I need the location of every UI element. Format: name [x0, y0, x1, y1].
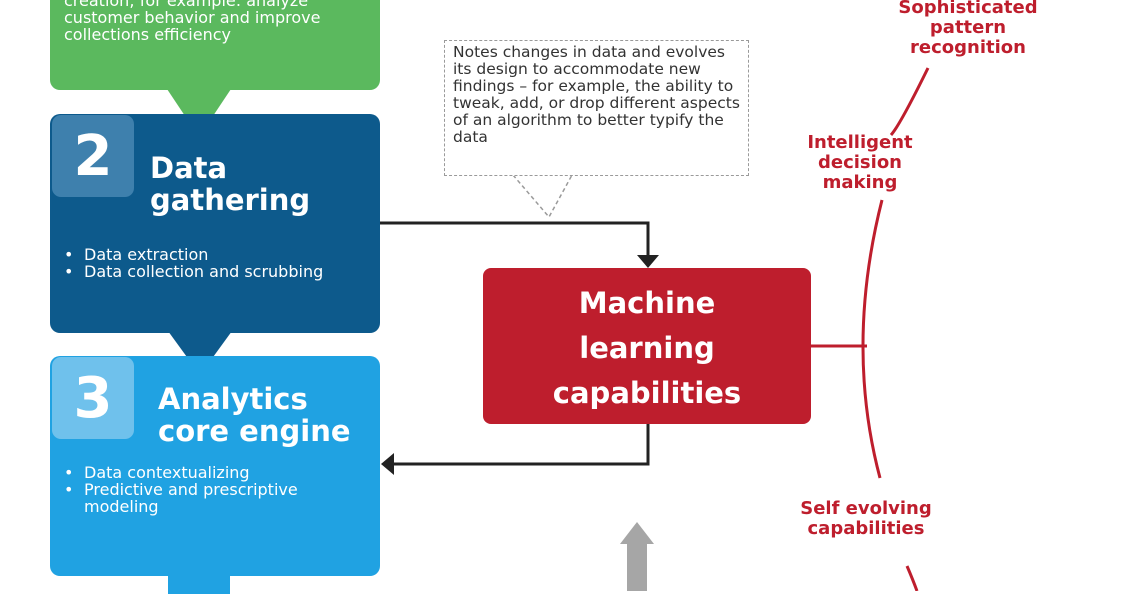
ml-capabilities-box: Machine learning capabilities [483, 268, 811, 424]
note-callout-tail [512, 174, 573, 219]
step2-title-line1: Data [150, 151, 228, 185]
capability-label-self-evolving: Self evolving capabilities [800, 498, 932, 539]
ml-line1: Machine [578, 285, 716, 320]
step3-title: Analytics core engine [158, 383, 351, 447]
gray-up-arrow-shaft [627, 543, 647, 591]
step3-title-line1: Analytics [158, 382, 308, 416]
step3-title-line2: core engine [158, 414, 351, 448]
note-callout: Notes changes in data and evolves its de… [444, 40, 749, 176]
capability-label-decision-making: Intelligent decision making [807, 132, 913, 193]
step2-bullets: Data extraction Data collection and scru… [64, 246, 364, 280]
step1-text: creation; for example: analyze customer … [64, 0, 321, 44]
step3-pointer [168, 574, 230, 594]
arrow-ml-to-step3 [394, 424, 650, 466]
step3-bullet: Predictive and prescriptive modeling [64, 481, 364, 515]
step1-box [50, 0, 380, 90]
step3-bullets: Data contextualizing Predictive and pres… [64, 464, 364, 515]
step2-number: 2 [52, 115, 134, 197]
arrow-head-down [637, 255, 659, 268]
capability-arc-lower [905, 565, 919, 591]
step3-number: 3 [52, 357, 134, 439]
gray-up-arrow [620, 522, 654, 544]
capability-arc-upper [889, 67, 930, 137]
step2-title: Data gathering [150, 152, 310, 216]
ml-line2: learning [579, 330, 715, 365]
step2-bullet: Data extraction [64, 246, 364, 263]
step3-bullet: Data contextualizing [64, 464, 364, 481]
ml-line3: capabilities [552, 375, 742, 410]
capability-label-pattern-recognition: Sophisticated pattern recognition [898, 0, 1038, 58]
capability-arc-middle [861, 199, 884, 479]
arrow-step2-to-ml [380, 221, 650, 256]
step2-title-line2: gathering [150, 183, 311, 217]
arrow-head-left [381, 453, 394, 475]
ml-capabilities-title: Machine learning capabilities [553, 277, 741, 416]
step2-bullet: Data collection and scrubbing [64, 263, 364, 280]
